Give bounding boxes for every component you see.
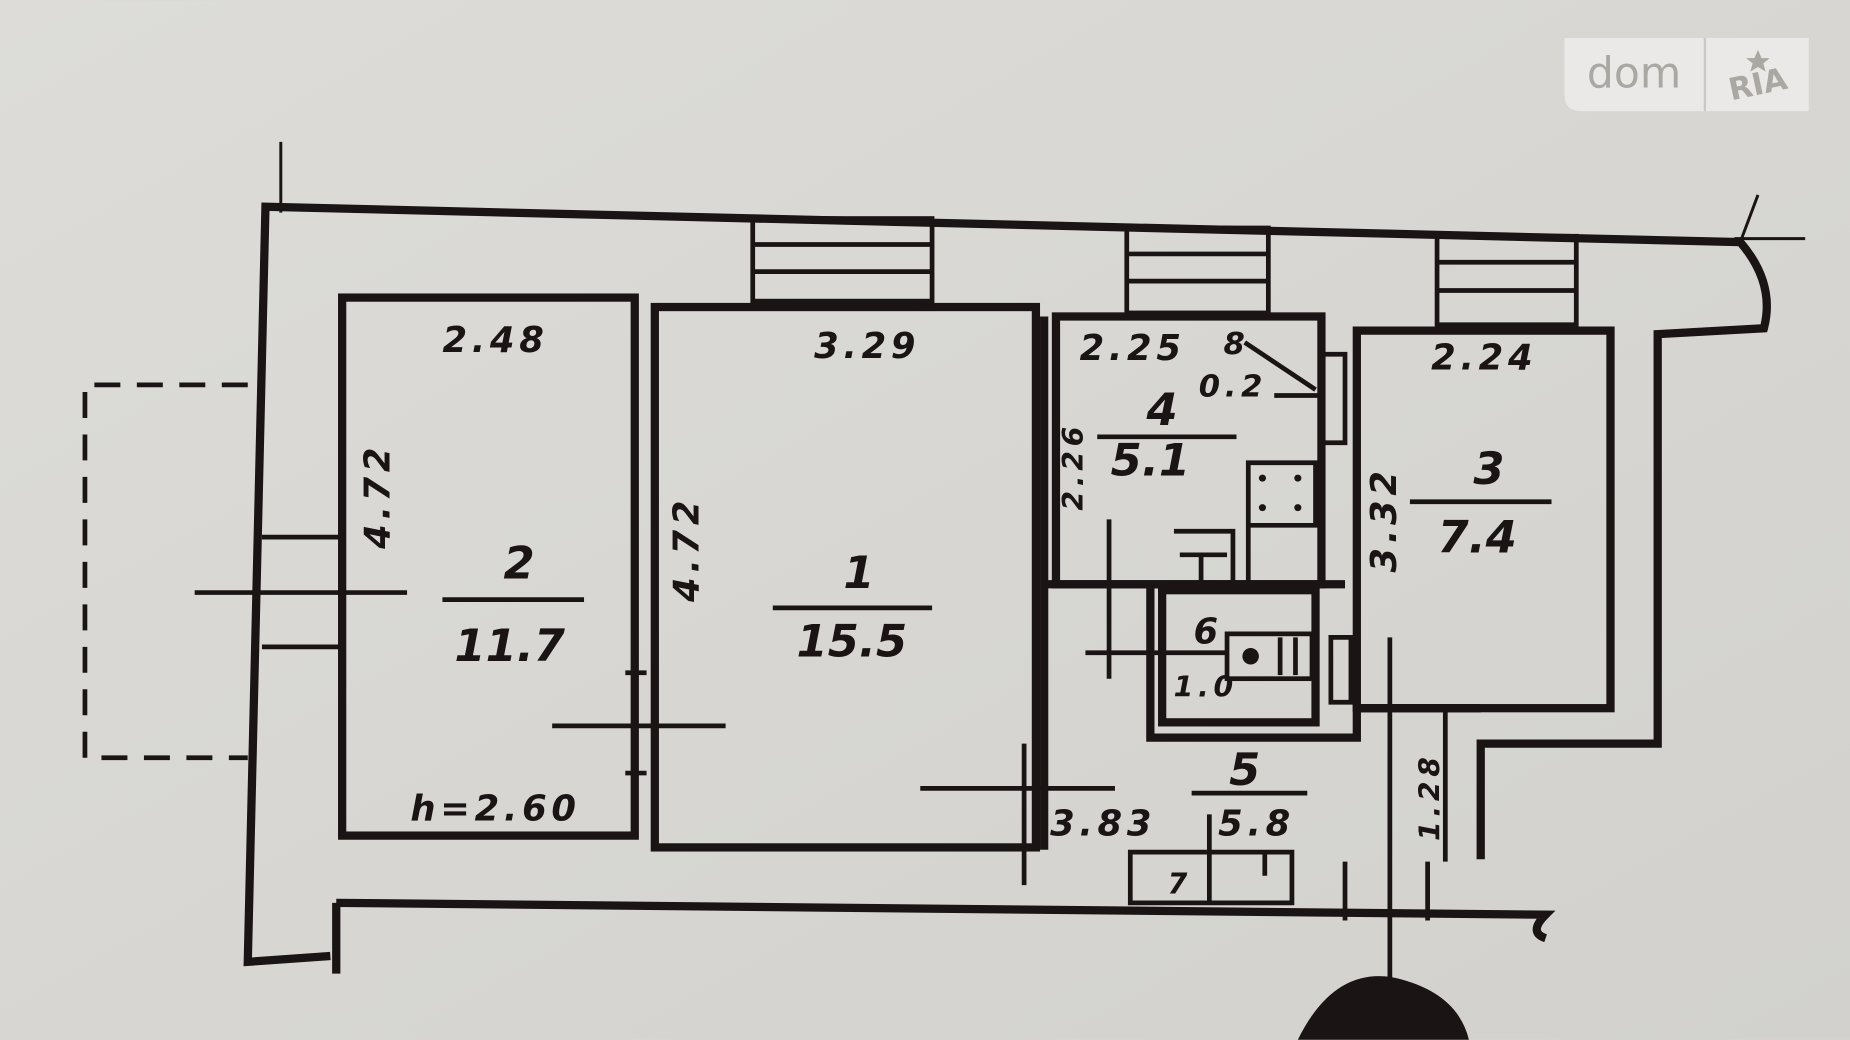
note-8: 8 [1223,327,1249,362]
interior-details [552,316,1481,1040]
room-4-width: 2.25 [1080,328,1186,369]
room-1-number: 1 [843,546,874,599]
room-2-number: 2 [504,536,535,589]
room-3-walls [1352,326,1615,713]
room-4-number: 4 [1146,383,1178,436]
room-6-area: 1.0 [1174,670,1238,703]
room-5-area: 5.8 [1218,804,1295,845]
vent-label: 0.2 [1199,370,1267,405]
logo-dom-text: dom [1587,50,1681,99]
room-1-length: 4.72 [666,496,707,603]
ceiling-height: h=2.60 [410,788,580,829]
balcony-outline [82,382,248,761]
room-2-length: 4.72 [357,443,398,550]
room-5-width: 3.83 [1050,804,1156,845]
room-2-walls [338,293,639,840]
room-4-length: 2.26 [1057,422,1090,511]
room-3-width: 2.24 [1431,338,1537,379]
room-5-length: 1.28 [1413,752,1446,841]
room-1-width: 3.29 [814,326,920,367]
room-3-area: 7.4 [1437,510,1516,563]
room-1-walls [650,302,1041,852]
room-2-area: 11.7 [454,619,565,672]
room-labels: 2 11.7 2.48 4.72 h=2.60 1 15.5 3.29 4.72… [357,320,1552,900]
room-3-length: 3.32 [1364,466,1405,572]
star-icon [1746,49,1770,72]
outer-walls [243,141,1806,974]
room-1-area: 15.5 [797,614,908,667]
domria-logo: dom RIA [1564,38,1809,112]
room-3-number: 3 [1473,442,1504,495]
room-4-area: 5.1 [1111,434,1190,487]
room-6-walls [1158,586,1320,727]
room-2-width: 2.48 [442,320,548,361]
room-6-number: 6 [1193,611,1218,652]
note-7: 7 [1168,867,1192,900]
room-5-number: 5 [1229,743,1260,796]
